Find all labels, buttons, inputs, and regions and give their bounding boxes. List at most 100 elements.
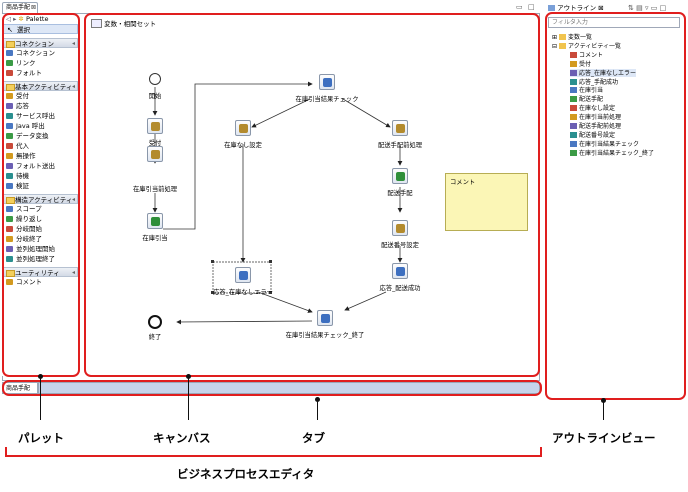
outline-tree-item[interactable]: 受付 xyxy=(570,60,591,69)
branch-start-icon xyxy=(570,140,577,147)
branch-end-icon xyxy=(570,149,577,156)
palette-star-icon: ✲ xyxy=(18,15,24,23)
transform-icon[interactable] xyxy=(392,220,408,236)
outline-tree-item[interactable]: 配送番号設定 xyxy=(570,131,615,140)
branch-start-icon[interactable] xyxy=(319,74,335,90)
comment-note[interactable]: コメント xyxy=(445,173,528,231)
folder-icon xyxy=(559,42,567,49)
canvas-leader-dot xyxy=(186,374,191,379)
node-label: 配送手配 xyxy=(387,190,413,197)
node-label: 開始 xyxy=(148,93,162,100)
reply-icon[interactable] xyxy=(392,263,408,279)
palette-item[interactable]: Java 呼出 xyxy=(2,121,78,131)
reply-icon xyxy=(570,78,577,85)
branch-end-icon xyxy=(6,236,13,242)
palette-item[interactable]: サービス呼出 xyxy=(2,111,78,121)
palette-item[interactable]: フォルト xyxy=(2,68,78,78)
outline-tree-item[interactable]: 在庫引当結果チェック_終了 xyxy=(570,149,654,158)
collapse-icon[interactable]: ◂ xyxy=(71,83,75,90)
collapse-icon[interactable]: ◂ xyxy=(71,40,75,47)
palette-item[interactable]: コメント xyxy=(2,277,78,287)
transform-icon[interactable] xyxy=(147,146,163,162)
palette-item[interactable]: 分岐開始 xyxy=(2,224,78,234)
palette-group-header[interactable]: 基本アクティビティ◂ xyxy=(2,81,78,91)
outline-leader-dot xyxy=(601,398,606,403)
link-icon xyxy=(6,60,13,66)
outline-tab[interactable]: アウトライン ⊠ xyxy=(548,3,608,14)
minimize-icon[interactable]: ▭ xyxy=(650,4,658,12)
palette-item[interactable]: 代入 xyxy=(2,141,78,151)
outline-tree-item[interactable]: 応答_手配成功 xyxy=(570,78,618,87)
palette-item[interactable]: 並列処理開始 xyxy=(2,244,78,254)
outline-tree-item[interactable]: ⊞変数一覧 xyxy=(552,34,593,41)
tree-expander-icon[interactable]: ⊟ xyxy=(552,42,558,50)
folder-icon xyxy=(559,34,567,40)
palette-back-icon[interactable]: ◁ ▸ xyxy=(6,15,19,23)
palette-item[interactable]: スコープ xyxy=(2,204,78,214)
palette-groups: コネクション◂コネクションリンクフォルト基本アクティビティ◂受付応答サービス呼出… xyxy=(2,38,78,290)
collapse-all-icon[interactable]: ▤ xyxy=(636,4,643,12)
connection-icon xyxy=(6,50,13,56)
palette-item[interactable]: リンク xyxy=(2,58,78,68)
start-circle-icon[interactable] xyxy=(149,73,161,85)
parallel-end-icon xyxy=(6,256,13,262)
maximize-icon[interactable]: □ xyxy=(528,3,535,11)
end-circle-icon[interactable] xyxy=(148,315,162,329)
outline-tree-item[interactable]: 在庫引当 xyxy=(570,86,603,95)
palette-group-header[interactable]: 構造アクティビティ◂ xyxy=(2,194,78,204)
node-label: 在庫なし設定 xyxy=(224,142,262,149)
transform-icon[interactable] xyxy=(235,120,251,136)
outline-tree-item[interactable]: 配送手配前処理 xyxy=(570,122,621,131)
branch-end-icon[interactable] xyxy=(317,310,333,326)
transform-icon[interactable] xyxy=(392,120,408,136)
service-call-icon[interactable] xyxy=(392,168,408,184)
editor-tab-label: 商品手配 xyxy=(6,4,31,11)
palette-item[interactable]: 受付 xyxy=(2,91,78,101)
callout-tab: タブ xyxy=(302,431,325,445)
palette-item[interactable]: 分岐終了 xyxy=(2,234,78,244)
node-label: 在庫引当前処理 xyxy=(132,186,178,193)
canvas-title[interactable]: 変数・相関セット xyxy=(91,18,156,28)
outline-tree-item[interactable]: 応答_在庫なしエラー xyxy=(570,68,637,78)
palette: ◁ ▸ ✲ Palette ↖ 選択 コネクション◂コネクションリンクフォルト基… xyxy=(2,14,78,376)
collapse-icon[interactable]: ◂ xyxy=(71,269,75,276)
receive-icon[interactable] xyxy=(147,118,163,134)
outline-tree-item[interactable]: 配送手配 xyxy=(570,95,603,104)
palette-item[interactable]: 検証 xyxy=(2,181,78,191)
palette-item[interactable]: データ変換 xyxy=(2,131,78,141)
reply-icon[interactable] xyxy=(235,267,251,283)
outline-tree-item[interactable]: コメント xyxy=(570,51,603,60)
palette-item[interactable]: コネクション xyxy=(2,48,78,58)
collapse-icon[interactable]: ◂ xyxy=(71,196,75,203)
maximize-icon[interactable]: □ xyxy=(659,4,667,12)
palette-item[interactable]: 待機 xyxy=(2,171,78,181)
cursor-arrow-icon: ↖ xyxy=(7,26,13,34)
close-icon[interactable]: ⊠ xyxy=(598,4,604,12)
node-label: 配送番号設定 xyxy=(381,242,419,249)
throw-fault-icon xyxy=(6,163,13,169)
view-menu-icon[interactable]: ▿ xyxy=(644,4,649,12)
palette-item[interactable]: 並列処理終了 xyxy=(2,254,78,264)
outline-tree-item[interactable]: 在庫引当結果チェック xyxy=(570,140,639,149)
tab-bar xyxy=(38,382,540,394)
bottom-tab[interactable]: 商品手配 xyxy=(2,382,38,394)
close-icon[interactable]: ⊠ xyxy=(30,4,36,11)
tree-expander-icon[interactable]: ⊞ xyxy=(552,34,558,41)
outline-tree-item[interactable]: 在庫引当前処理 xyxy=(570,113,621,122)
palette-item[interactable]: 応答 xyxy=(2,101,78,111)
outline-tree-item[interactable]: ⊟アクティビティ一覧 xyxy=(552,42,622,50)
callout-palette: パレット xyxy=(18,431,64,445)
editor-tab[interactable]: 商品手配 ⊠ xyxy=(2,2,38,13)
outline-tree-item[interactable]: 在庫なし設定 xyxy=(570,104,615,113)
service-call-icon[interactable] xyxy=(147,213,163,229)
sort-icon[interactable]: ⇅ xyxy=(628,4,634,12)
palette-item[interactable]: 無操作 xyxy=(2,151,78,161)
callout-business-process-editor: ビジネスプロセスエディタ xyxy=(177,467,315,481)
palette-item[interactable]: 繰り返し xyxy=(2,214,78,224)
palette-header[interactable]: ◁ ▸ ✲ Palette xyxy=(2,14,78,24)
filter-input[interactable] xyxy=(548,17,680,28)
minimize-icon[interactable]: ▭ xyxy=(516,3,523,11)
palette-item[interactable]: フォルト送出 xyxy=(2,161,78,171)
reply-icon xyxy=(570,69,577,76)
